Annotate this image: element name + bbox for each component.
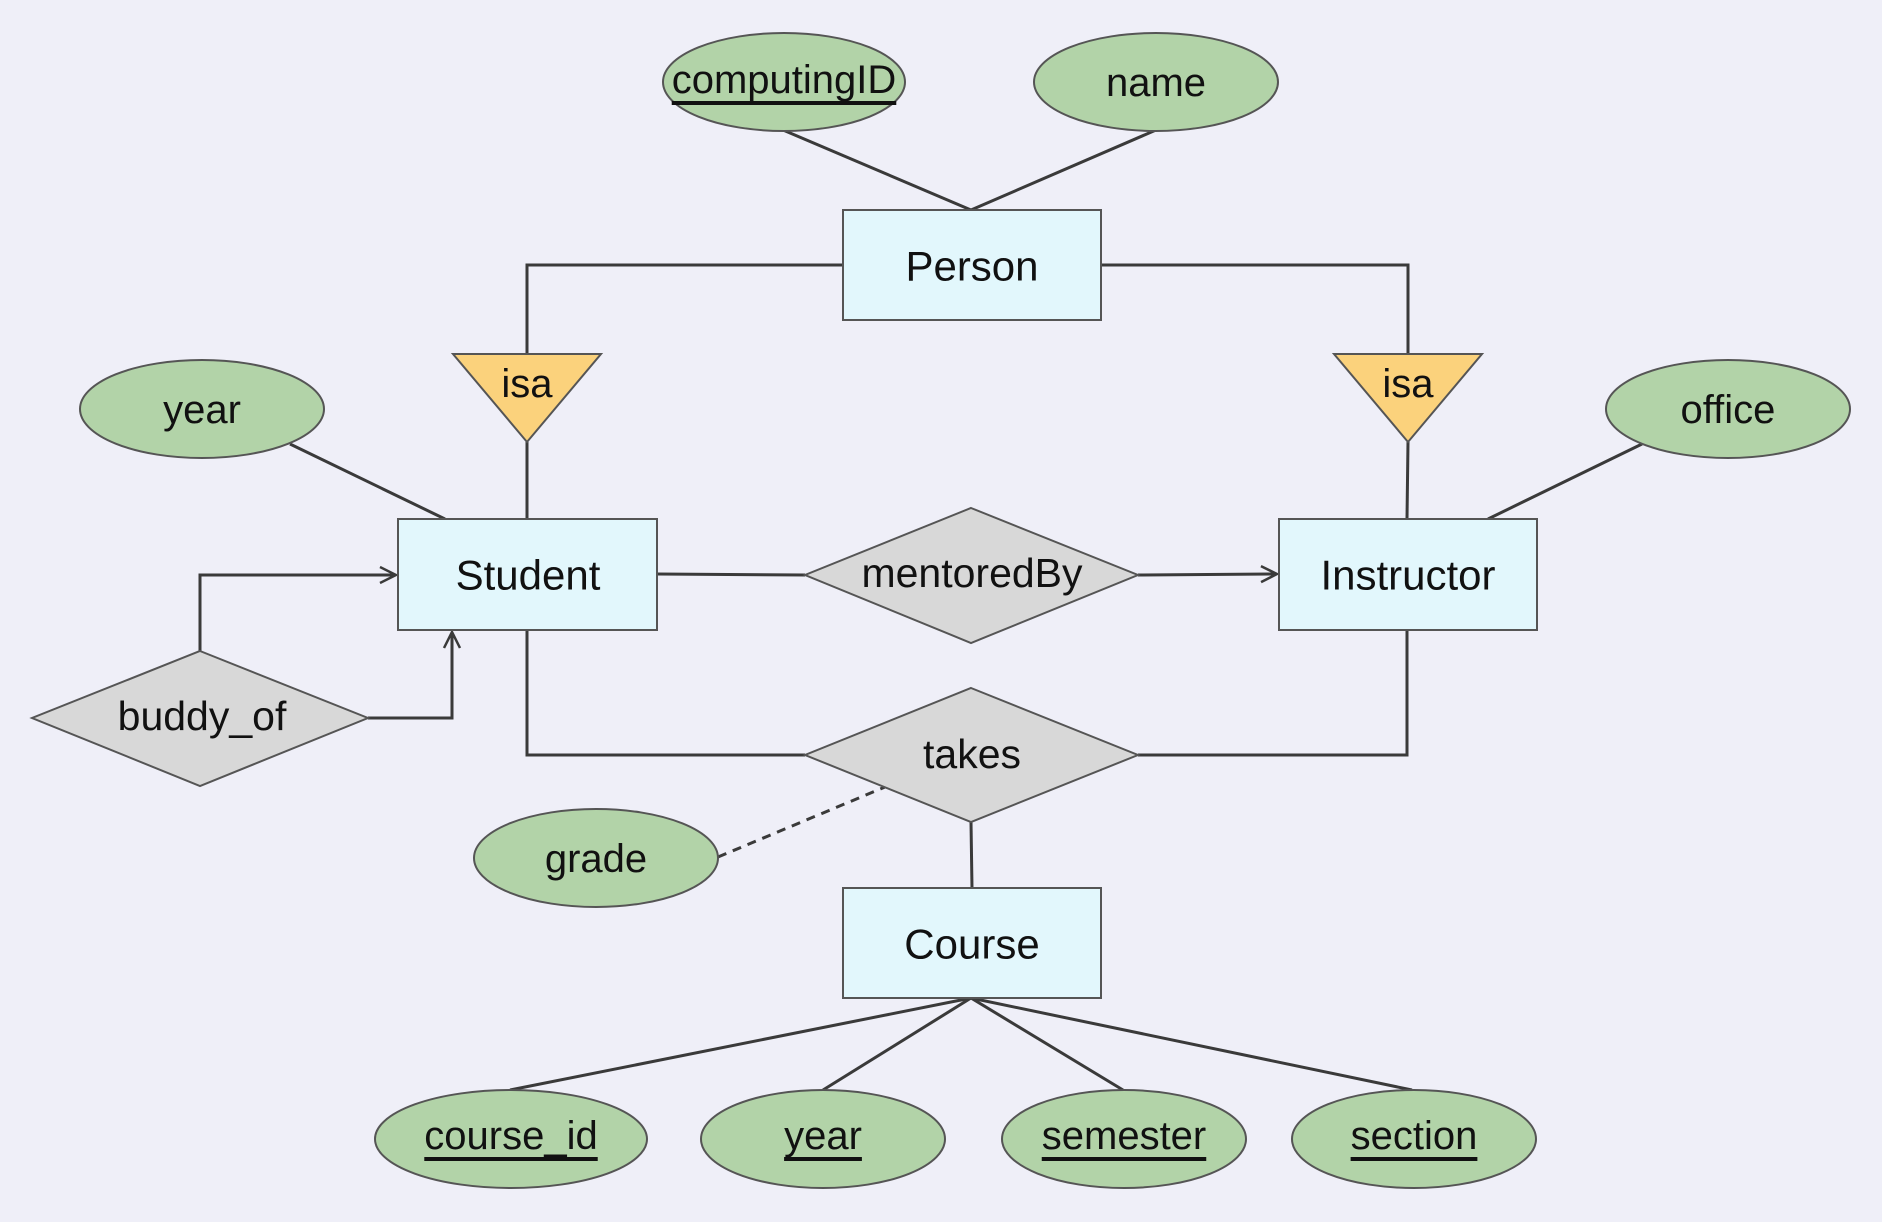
attribute-course-year[interactable]: year (700, 1089, 946, 1189)
line-course-section (970, 996, 1413, 1092)
attribute-section-label: section (1351, 1114, 1478, 1158)
attribute-grade-label: grade (545, 837, 647, 881)
line-grade-takes (717, 785, 886, 859)
attribute-student-year[interactable]: year (79, 359, 325, 459)
entity-course[interactable]: Course (842, 887, 1102, 999)
line-takes-course (969, 821, 974, 889)
line-computingid-person (782, 128, 972, 212)
attribute-course-year-label: year (784, 1114, 862, 1158)
attribute-section[interactable]: section (1291, 1089, 1537, 1189)
line-mentoredby-instructor (1137, 574, 1277, 575)
isa-instructor[interactable]: isa (1331, 353, 1485, 444)
connector-lines (198, 128, 1643, 1092)
line-buddyof-student-top (198, 575, 396, 651)
line-person-instructor-isa (1101, 263, 1410, 355)
attribute-student-year-label: year (163, 388, 241, 432)
entity-instructor-label: Instructor (1320, 552, 1495, 599)
line-person-student-isa (525, 263, 843, 355)
attribute-grade[interactable]: grade (473, 808, 719, 908)
isa-instructor-label: isa (1382, 362, 1434, 406)
line-year-student (289, 442, 446, 521)
line-name-person (970, 128, 1157, 212)
attribute-course-id-label: course_id (424, 1114, 597, 1158)
line-course-year (822, 996, 972, 1092)
relationship-mentoredby-label: mentoredBy (861, 550, 1083, 596)
entity-person-label: Person (905, 243, 1038, 290)
line-buddyof-student-bottom (368, 632, 452, 720)
line-course-courseid (509, 996, 972, 1092)
line-instructor-takes (1138, 630, 1409, 757)
relationship-takes-label: takes (923, 731, 1021, 777)
entity-course-label: Course (904, 921, 1039, 968)
line-office-instructor (1487, 442, 1643, 521)
attribute-computingid-label: computingID (672, 58, 897, 102)
isa-student[interactable]: isa (450, 353, 604, 444)
line-isa-instructor (1405, 441, 1410, 520)
attribute-name-label: name (1106, 61, 1206, 105)
entity-student-label: Student (456, 552, 601, 599)
attribute-semester[interactable]: semester (1001, 1089, 1247, 1189)
attribute-office-label: office (1681, 388, 1776, 432)
attribute-name[interactable]: name (1033, 32, 1279, 132)
relationship-buddyof-label: buddy_of (118, 693, 287, 739)
attribute-office[interactable]: office (1605, 359, 1851, 459)
isa-student-label: isa (501, 362, 553, 406)
relationship-mentoredby[interactable]: mentoredBy (802, 506, 1141, 645)
line-student-takes (525, 630, 805, 757)
entity-instructor[interactable]: Instructor (1278, 518, 1538, 631)
attribute-computingid[interactable]: computingID (662, 32, 906, 132)
attribute-semester-label: semester (1042, 1114, 1207, 1158)
relationship-buddyof[interactable]: buddy_of (29, 649, 371, 788)
entity-student[interactable]: Student (397, 518, 658, 631)
line-student-mentoredby (656, 572, 806, 577)
entity-person[interactable]: Person (842, 209, 1102, 321)
relationship-takes[interactable]: takes (802, 686, 1141, 824)
line-course-semester (970, 996, 1124, 1092)
attribute-course-id[interactable]: course_id (374, 1089, 648, 1189)
